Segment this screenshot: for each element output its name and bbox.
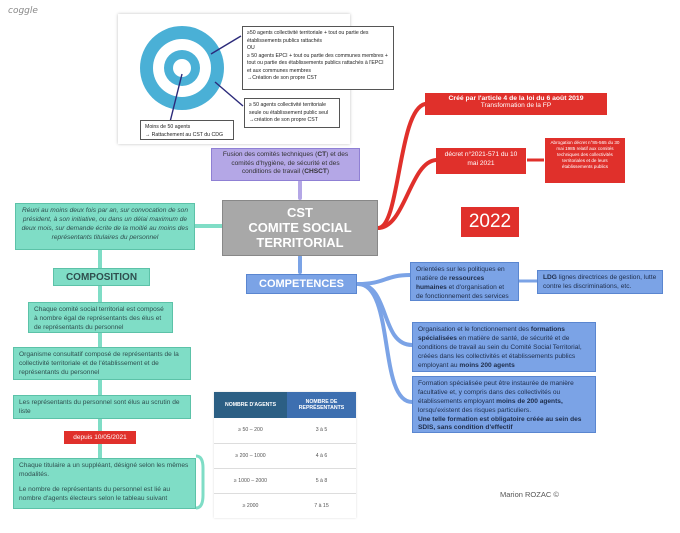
threshold-note-50-seule: ≥ 50 agents collectivité territoriale se… — [244, 98, 340, 128]
representants-table: NOMBRE D'AGENTS NOMBRE DE REPRÉSENTANTS … — [214, 392, 356, 518]
competence-item-ldg[interactable]: LDG lignes directrices de gestion, lutte… — [537, 270, 663, 294]
year-badge: 2022 — [461, 207, 519, 237]
table-row: ≥ 2000 7 à 15 — [242, 502, 329, 509]
table-row: ≥ 200 – 1000 4 à 6 — [214, 443, 356, 468]
table-header-row: NOMBRE D'AGENTS NOMBRE DE REPRÉSENTANTS — [214, 392, 356, 418]
competence-item-formations[interactable]: Organisation et le fonctionnement des fo… — [412, 322, 596, 372]
table-header-agents: NOMBRE D'AGENTS — [214, 392, 287, 418]
threshold-note-moins-50: Moins de 50 agents → Rattachement au CST… — [140, 120, 234, 140]
table-header-representants: NOMBRE DE REPRÉSENTANTS — [287, 392, 356, 418]
abrogation-node[interactable]: Abrogation décret n°85-565 du 30 mai 198… — [545, 138, 625, 183]
author-credit: Marion ROZAC © — [500, 490, 559, 499]
composition-item-scrutin[interactable]: Les représentants du personnel sont élus… — [13, 395, 191, 419]
concentric-circles-icon — [140, 26, 244, 123]
composition-item-egal[interactable]: Chaque comité social territorial est com… — [28, 302, 173, 333]
fusion-node[interactable]: Fusion des comités techniques (CT) et de… — [211, 148, 360, 181]
composition-item-consultatif[interactable]: Organisme consultatif composé de représe… — [13, 347, 191, 380]
depuis-badge: depuis 10/05/2021 — [64, 431, 136, 444]
central-node-cst[interactable]: CST COMITE SOCIAL TERRITORIAL — [222, 200, 378, 256]
competence-item-rh[interactable]: Orientées sur les politiques en matière … — [410, 262, 519, 301]
competence-item-formation-facultative[interactable]: Formation spécialisée peut être instauré… — [412, 376, 596, 433]
competences-heading[interactable]: COMPETENCES — [246, 274, 357, 294]
reunion-node[interactable]: Réuni au moins deux fois par an, sur con… — [15, 203, 195, 250]
coggle-logo: coggle — [8, 6, 38, 16]
table-row: ≥ 1000 – 2000 5 à 8 — [214, 468, 356, 493]
loi-node[interactable]: Créé par l'article 4 de la loi du 6 août… — [425, 93, 607, 115]
table-row: ≥ 50 – 200 3 à 5 — [214, 418, 356, 443]
threshold-note-50-epci: ≥50 agents collectivité territoriale + t… — [242, 26, 394, 90]
composition-item-suppleant[interactable]: Chaque titulaire a un suppléant, désigné… — [13, 458, 196, 509]
threshold-diagram-panel: ≥50 agents collectivité territoriale + t… — [118, 14, 394, 144]
decret-node[interactable]: décret n°2021-571 du 10 mai 2021 — [436, 148, 526, 174]
composition-heading[interactable]: COMPOSITION — [53, 268, 150, 286]
